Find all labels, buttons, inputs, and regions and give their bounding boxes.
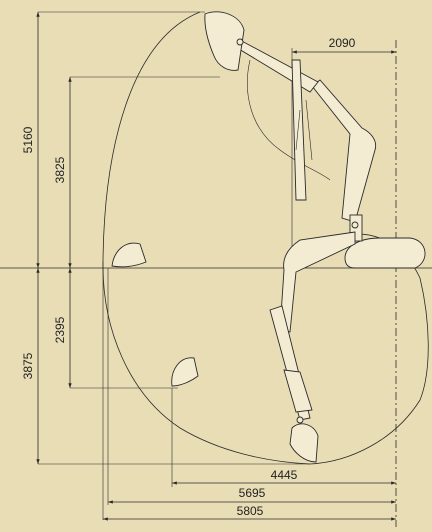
pivot-pin-boom	[351, 221, 359, 229]
bucket-ground	[111, 242, 147, 268]
dim-label-max-reach: 5805	[237, 504, 264, 518]
machine-swing-frame	[344, 237, 426, 269]
dim-label-min-swing-radius: 2090	[329, 36, 356, 50]
bucket-deep	[289, 423, 319, 463]
working-range-envelope	[102, 11, 429, 465]
dim-label-max-digging-depth-reach: 4445	[271, 468, 298, 482]
dim-label-max-vertical-wall-depth: 2395	[53, 316, 67, 343]
pivot-pin-bucket	[296, 416, 304, 424]
dim-label-max-digging-height: 5160	[21, 126, 35, 153]
dim-label-max-dump-height: 3825	[53, 156, 67, 183]
min-range-arc	[247, 59, 331, 181]
dim-label-max-ground-reach: 5695	[239, 486, 266, 500]
pivot-pin-top	[236, 38, 244, 46]
bucket-high	[204, 11, 245, 71]
excavator-arm-low	[269, 231, 356, 421]
excavator-arm-high	[233, 39, 377, 242]
bucket-wall	[171, 357, 199, 387]
dim-label-max-digging-depth: 3875	[21, 352, 35, 379]
